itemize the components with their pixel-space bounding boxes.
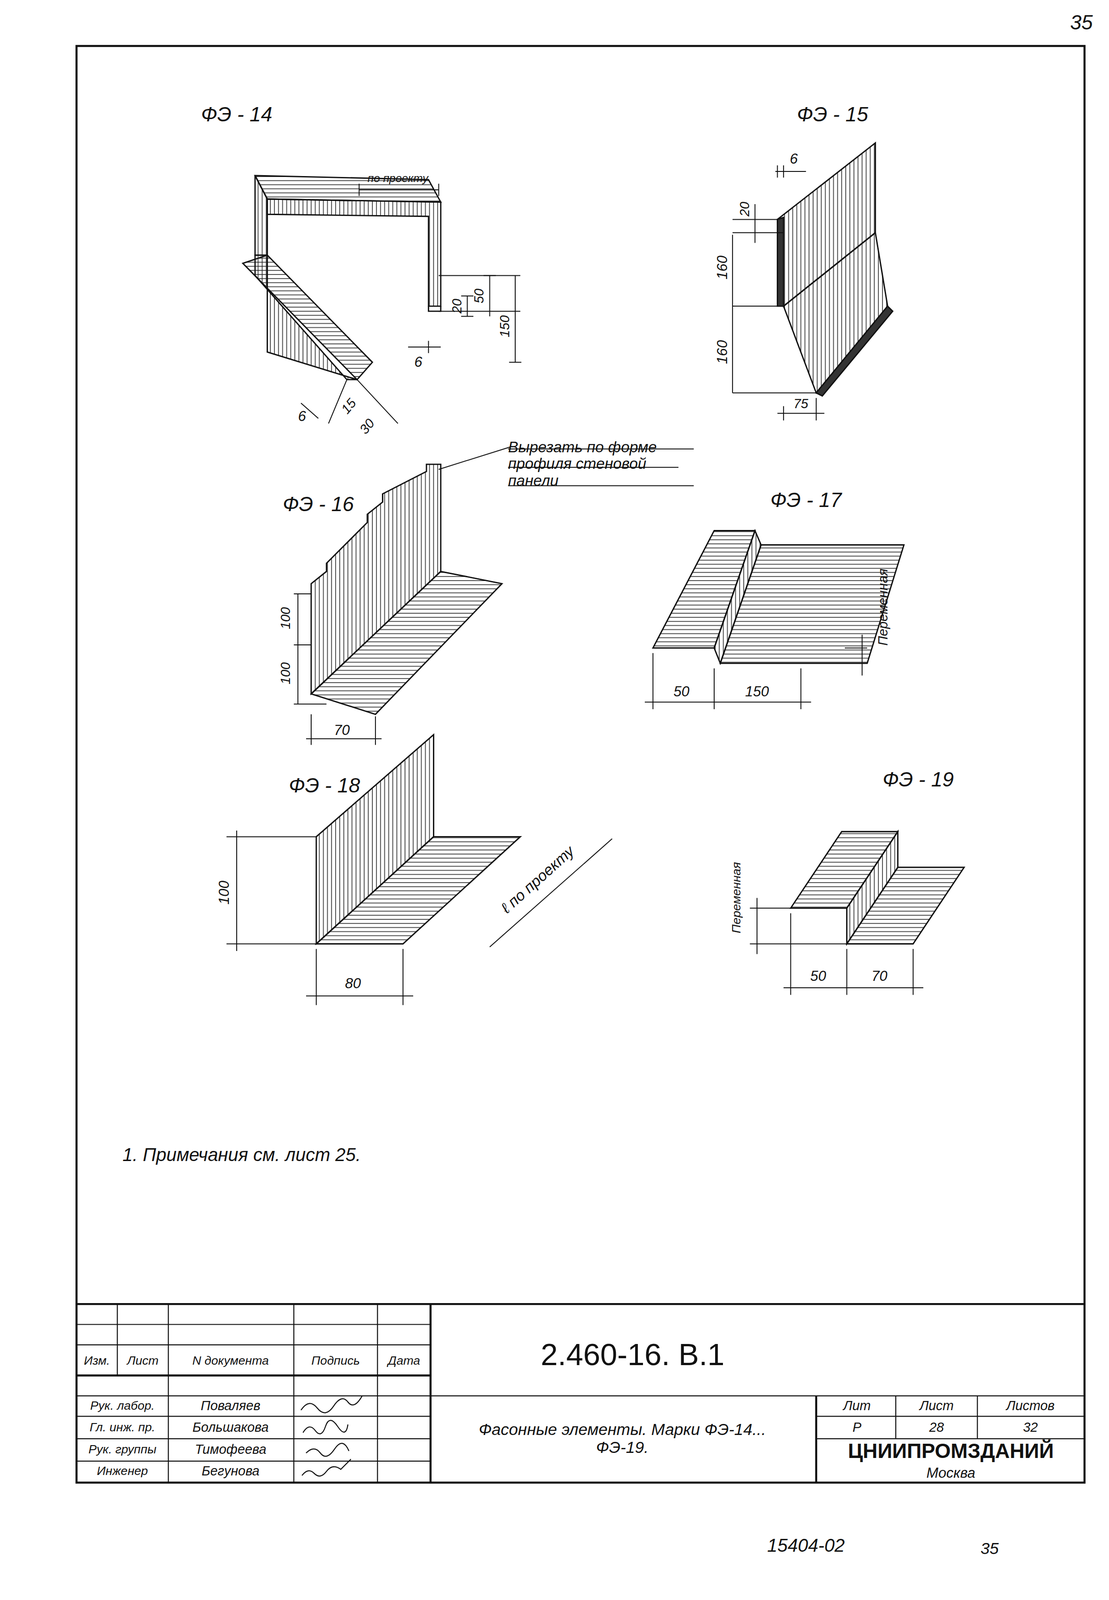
part-mark: ФЭ - 15 — [796, 102, 869, 126]
table-cell: Поваляев — [200, 1398, 261, 1414]
dimension: 6 — [789, 151, 798, 167]
dimension: 70 — [871, 968, 888, 984]
table-cell: Листов — [1006, 1398, 1055, 1414]
table-cell: Рук. группы — [88, 1443, 157, 1457]
part-mark: ФЭ - 14 — [201, 102, 273, 126]
dimension: 6 — [297, 408, 306, 425]
archive-number: 15404-02 — [767, 1535, 845, 1556]
table-cell: Инженер — [96, 1464, 148, 1478]
dimension: 50 — [472, 288, 487, 304]
organization-name: ЦНИИПРОМЗДАНИЙ — [847, 1439, 1054, 1462]
dimension: 150 — [745, 683, 769, 700]
note-text: 1. Примечания см. лист 25. — [122, 1144, 361, 1166]
table-cell: Р — [852, 1420, 862, 1435]
table-cell: 28 — [929, 1420, 945, 1435]
table-cell: Дата — [387, 1354, 421, 1368]
table-cell: Большакова — [192, 1420, 269, 1435]
dimension: 100 — [278, 662, 294, 685]
dimension: 20 — [737, 201, 753, 217]
dimension: 160 — [714, 340, 731, 364]
table-cell: Гл. инж. пр. — [89, 1420, 156, 1434]
table-cell: 32 — [1023, 1420, 1038, 1435]
note-text: Вырезать по форме профиля стеновой панел… — [507, 438, 687, 490]
dimension: 70 — [333, 722, 350, 739]
table-cell: Лист — [127, 1354, 160, 1368]
dimension: 100 — [278, 607, 294, 630]
dimension: 50 — [673, 683, 690, 700]
dimension: по проекту — [367, 172, 429, 185]
dimension: 20 — [449, 298, 465, 314]
table-cell: N документа — [192, 1354, 269, 1368]
part-mark: ФЭ - 16 — [282, 492, 354, 516]
table-cell: Бегунова — [201, 1463, 260, 1479]
dimension: 150 — [497, 315, 513, 338]
dimension: Переменная — [729, 862, 744, 934]
dimension: 160 — [714, 255, 731, 280]
dimension: 80 — [345, 975, 362, 992]
dimension: 100 — [216, 880, 233, 905]
table-cell: Лист — [919, 1398, 954, 1414]
table-cell: Тимофеева — [194, 1442, 267, 1458]
dimension: 30 — [357, 415, 378, 437]
table-cell: Изм. — [83, 1354, 110, 1368]
page-number: 35 — [1069, 11, 1093, 34]
city-name: Москва — [926, 1465, 976, 1481]
table-cell: Подпись — [311, 1354, 361, 1368]
drawing-code: 2.460-16. В.1 — [540, 1337, 725, 1372]
sheet-title: Фасонные элементы. Марки ФЭ-14... ФЭ-19. — [454, 1420, 791, 1457]
dimension: 15 — [338, 395, 360, 417]
table-cell: Лит — [843, 1398, 871, 1414]
part-mark: ФЭ - 19 — [882, 768, 954, 791]
dimension: 75 — [793, 396, 809, 412]
page-number: 35 — [980, 1539, 1000, 1558]
part-mark: ФЭ - 18 — [288, 774, 360, 797]
table-cell: Рук. лабор. — [90, 1399, 155, 1413]
part-mark: ФЭ - 17 — [770, 488, 842, 512]
dimension: Переменная — [876, 568, 892, 646]
dimension: 6 — [414, 354, 423, 370]
dimension: 50 — [810, 968, 827, 984]
